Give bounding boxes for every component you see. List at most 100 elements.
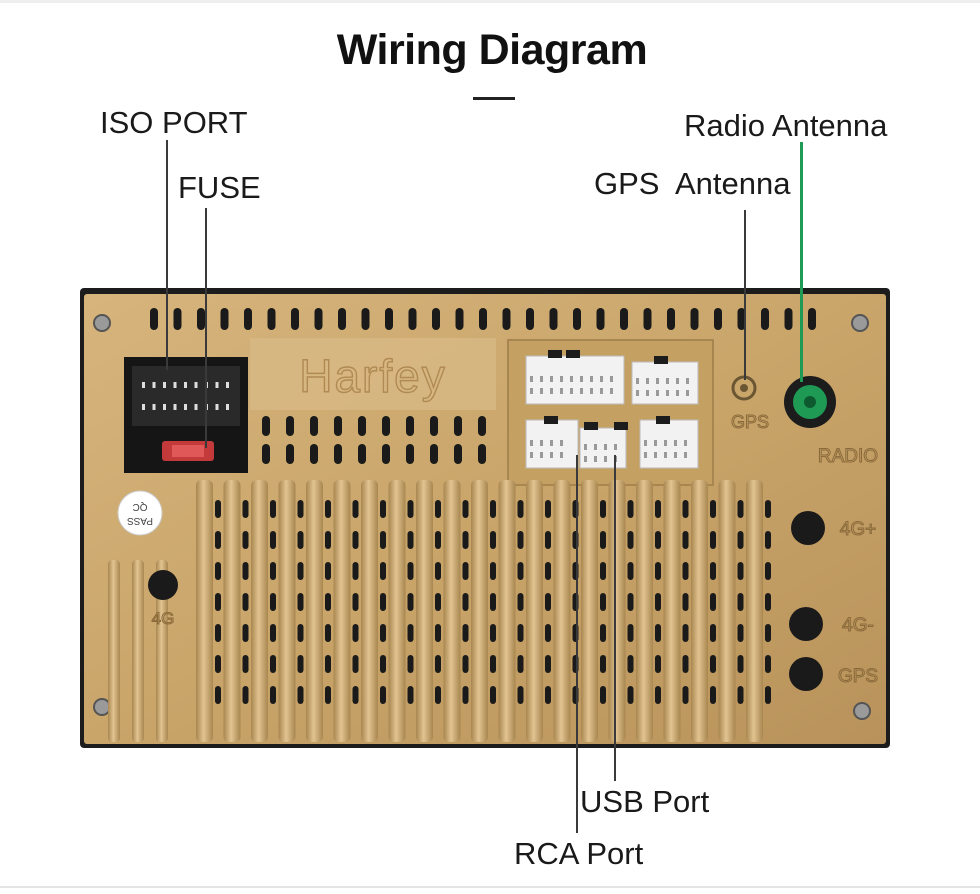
heatsink-fin [251, 480, 268, 742]
fuse-leader [205, 208, 207, 448]
fin-slot [655, 624, 661, 642]
fin-slot [408, 624, 414, 642]
fin-slot [215, 624, 221, 642]
fin-slot [270, 593, 276, 611]
iso-port-callout: ISO PORT [100, 107, 248, 138]
mid-vent-slot [382, 444, 390, 464]
mid-vent-slot [454, 444, 462, 464]
iso-pin [226, 404, 229, 410]
fin-slot [738, 624, 744, 642]
fin-slot [518, 531, 524, 549]
fin-slot [435, 593, 441, 611]
connector-pin [584, 444, 587, 450]
mid-vent-slot [430, 416, 438, 436]
connector-pin [610, 376, 613, 382]
fin-slot [738, 655, 744, 673]
fin-slot [353, 593, 359, 611]
connector-pin [676, 390, 679, 396]
top-vent-slot [150, 308, 158, 330]
mid-vent-slot [478, 416, 486, 436]
fin-slot [298, 624, 304, 642]
gps-antenna-leader [744, 210, 746, 380]
fin-slot [463, 655, 469, 673]
top-vent-slot [503, 308, 511, 330]
fin-slot [408, 500, 414, 518]
connector-pin [530, 452, 533, 458]
fin-slot [490, 500, 496, 518]
top-vent-slot [597, 308, 605, 330]
fin-slot [683, 562, 689, 580]
fin-slot [683, 531, 689, 549]
fin-slot [463, 531, 469, 549]
fin-slot [710, 562, 716, 580]
iso-pin [226, 382, 229, 388]
fin-slot [545, 593, 551, 611]
connector-pin [570, 376, 573, 382]
fin-slot [243, 500, 249, 518]
top-vent-slot [291, 308, 299, 330]
top-vent-row [150, 308, 816, 330]
connector-pin [560, 440, 563, 446]
port-4g-minus-label: 4G- [842, 615, 874, 636]
mid-vent-slot [358, 416, 366, 436]
connector-pin [686, 378, 689, 384]
heatsink-fin [499, 480, 516, 742]
iso-pin [163, 404, 166, 410]
fin-slot [545, 531, 551, 549]
port-4g-minus [789, 607, 823, 641]
top-vent-slot [456, 308, 464, 330]
mid-vent-slot [286, 416, 294, 436]
top-vent-slot [808, 308, 816, 330]
fin-slot [655, 562, 661, 580]
top-vent-slot [761, 308, 769, 330]
fin-slot [545, 624, 551, 642]
connector-pin [674, 452, 677, 458]
mid-vent-slot [310, 444, 318, 464]
brand-logo: Harfey [299, 350, 446, 402]
iso-pin [195, 382, 198, 388]
top-vent-slot [385, 308, 393, 330]
fin-slot [490, 593, 496, 611]
pass-text: PASS [127, 515, 153, 526]
fin-slot [435, 624, 441, 642]
fin-slot [683, 686, 689, 704]
connector-pin [570, 388, 573, 394]
iso-pin [153, 382, 156, 388]
connector-pin [636, 378, 639, 384]
heatsink-fin [389, 480, 406, 742]
fin-slot [408, 562, 414, 580]
qc-pass-sticker: PASS QC [118, 491, 162, 535]
iso-port-leader [166, 140, 168, 370]
connector-pin [530, 440, 533, 446]
fin-slot [628, 562, 634, 580]
port-4g-plus [791, 511, 825, 545]
connector-pin [666, 390, 669, 396]
mid-vent-slot [382, 416, 390, 436]
heatsink-fin [334, 480, 351, 742]
fin-slot [215, 686, 221, 704]
mid-vent-slot [334, 416, 342, 436]
fin-slot [463, 686, 469, 704]
fin-slot [600, 624, 606, 642]
fin-slot [765, 593, 771, 611]
fin-slot [655, 655, 661, 673]
connector-pin [684, 440, 687, 446]
fin-slot [628, 500, 634, 518]
connector-pin [580, 388, 583, 394]
connector-pin [530, 388, 533, 394]
connector-pin [664, 440, 667, 446]
usb-port-callout: USB Port [580, 786, 709, 817]
iso-pin [174, 404, 177, 410]
fin-slot [435, 686, 441, 704]
connector-bay [508, 340, 713, 485]
fin-slot [463, 500, 469, 518]
top-vent-slot [573, 308, 581, 330]
iso-pin [216, 382, 219, 388]
connector-pin [614, 444, 617, 450]
fin-slot [738, 500, 744, 518]
top-vent-slot [315, 308, 323, 330]
fin-slot [435, 562, 441, 580]
fin-slot [408, 655, 414, 673]
top-vent-slot [221, 308, 229, 330]
top-vent-slot [479, 308, 487, 330]
